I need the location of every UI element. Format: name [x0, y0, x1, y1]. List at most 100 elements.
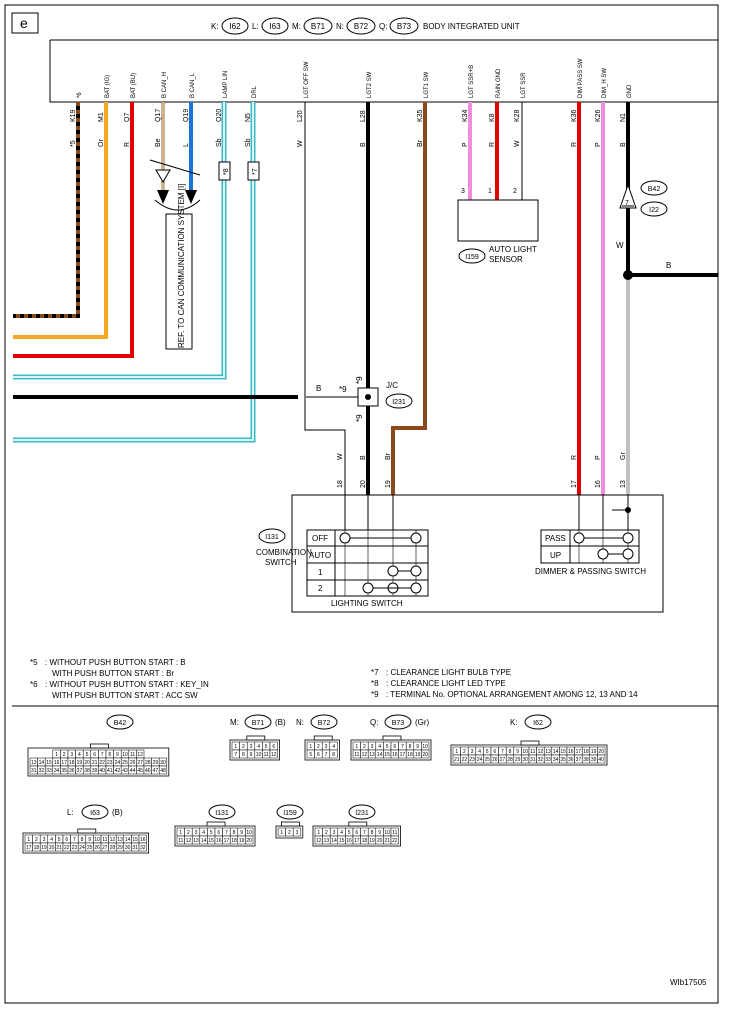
pin-terminal-label: K28: [514, 109, 521, 122]
connector-pin-number: 6: [65, 837, 68, 843]
wire-color-label: W: [514, 140, 521, 147]
connector-pin-number: 16: [392, 752, 398, 758]
connector-pin-number: 9: [88, 837, 91, 843]
connector-pin-number: 34: [54, 768, 60, 774]
connector-pin-number: 7: [234, 752, 237, 758]
svg-text:*6: *6: [30, 680, 38, 689]
connector-pin-number: 11: [392, 830, 397, 836]
conn-tag: B71: [252, 720, 265, 727]
connector-pin-number: 36: [69, 768, 75, 774]
connector-pin-number: 5: [58, 837, 61, 843]
connector-pin-number: 8: [242, 752, 245, 758]
svg-text:WITH PUSH BUTTON START : Br: WITH PUSH BUTTON START : Br: [52, 669, 174, 678]
connector-pin-number: 36: [568, 757, 574, 763]
pin-number-label: 13: [620, 480, 627, 488]
svg-text:K:: K:: [211, 22, 219, 31]
connector-pin-number: 13: [324, 838, 330, 844]
can-ref-box: [165, 213, 193, 350]
connector-pin-number: 12: [110, 837, 116, 843]
connector-pin-number: 37: [77, 768, 83, 774]
connector-cell: [597, 754, 606, 764]
connector-pin-number: 1: [309, 744, 312, 750]
svg-text:*9: *9: [371, 690, 379, 699]
svg-text:PASS: PASS: [545, 534, 566, 543]
connector-pin-number: 13: [117, 837, 123, 843]
connector-pin-number: 7: [225, 830, 228, 836]
connector-pin-number: 6: [393, 744, 396, 750]
combination-switch-box: [291, 494, 664, 613]
connector-pin-number: 35: [61, 768, 67, 774]
connector-pin-number: 40: [598, 757, 604, 763]
bcu-box: [49, 39, 718, 103]
pin-function-label: DIM_H SW: [602, 68, 608, 98]
connector-pin-number: 46: [145, 768, 151, 774]
connector-pin-number: 25: [87, 845, 93, 851]
connector-cell: [138, 842, 147, 852]
connector-pin-number: 8: [509, 749, 512, 755]
connector-pin-number: 6: [317, 752, 320, 758]
connector-pin-number: 18: [407, 752, 413, 758]
svg-text:(B): (B): [275, 718, 286, 727]
conn-tag: B73: [392, 720, 405, 727]
connector-pin-number: 33: [545, 757, 551, 763]
connector-pin-number: 14: [201, 838, 207, 844]
connector-pin-number: 13: [31, 760, 37, 766]
connector-pin-number: 9: [116, 752, 119, 758]
wire-color-label: B: [360, 455, 367, 460]
connector-pin-number: 13: [545, 749, 551, 755]
svg-text:I131: I131: [265, 534, 279, 541]
connector-pin-number: 29: [153, 760, 159, 766]
wire-color-label: P: [595, 455, 602, 460]
connector-latch: [246, 735, 266, 741]
connector-pin-number: 30: [522, 757, 528, 763]
connector-pin-number: 4: [378, 744, 381, 750]
connector-pin-number: 19: [77, 760, 83, 766]
connector-pin-number: 3: [195, 830, 198, 836]
connector-cell: [421, 749, 430, 759]
connector-pin-number: 7: [325, 752, 328, 758]
connector-pin-number: 2: [63, 752, 66, 758]
connector-pin-number: 11: [102, 837, 107, 843]
conn-tag: B73: [397, 22, 412, 31]
connector-latch: [77, 828, 97, 834]
connector-pin-number: 19: [591, 749, 597, 755]
connector-pin-number: 6: [93, 752, 96, 758]
auto-light-sensor: [457, 199, 539, 242]
conn-tag: I131: [215, 810, 229, 817]
wire-color-label: L: [183, 143, 190, 147]
connector-pin-number: 31: [530, 757, 536, 763]
doc-id: WIb17505: [670, 978, 707, 987]
connector-pin-number: 11: [354, 752, 359, 758]
connector-pin-number: 18: [34, 845, 40, 851]
pin-function-label: B CAN_H: [162, 72, 168, 98]
pin-number-label: 19: [385, 480, 392, 488]
connector-pin-number: 2: [325, 830, 328, 836]
connector-pin-number: 1: [355, 744, 358, 750]
connector-latch: [280, 821, 300, 827]
connector-pin-number: 27: [137, 760, 143, 766]
svg-text:M:: M:: [230, 718, 239, 727]
connector-pin-number: 1: [280, 830, 283, 836]
connector-pin-number: 1: [317, 830, 320, 836]
pin-number-label: 18: [337, 480, 344, 488]
connector-pin-number: 28: [507, 757, 513, 763]
connector-pin-number: 6: [355, 830, 358, 836]
svg-text:(B): (B): [112, 808, 123, 817]
connector-pin-number: 12: [538, 749, 544, 755]
connector-pin-number: 18: [69, 760, 75, 766]
connector-pin-number: 10: [122, 752, 128, 758]
connector-pin-number: 9: [378, 830, 381, 836]
pin-function-label: DIM PASS SW: [578, 58, 584, 98]
connector-pin-number: 4: [332, 744, 335, 750]
connector-pin-number: 12: [362, 752, 368, 758]
svg-text:7: 7: [625, 200, 629, 207]
svg-text:*5: *5: [30, 658, 38, 667]
svg-text:1: 1: [318, 568, 323, 577]
page-frame: [4, 4, 719, 1004]
svg-text:2: 2: [318, 584, 323, 593]
connector-pin-number: 26: [94, 845, 100, 851]
